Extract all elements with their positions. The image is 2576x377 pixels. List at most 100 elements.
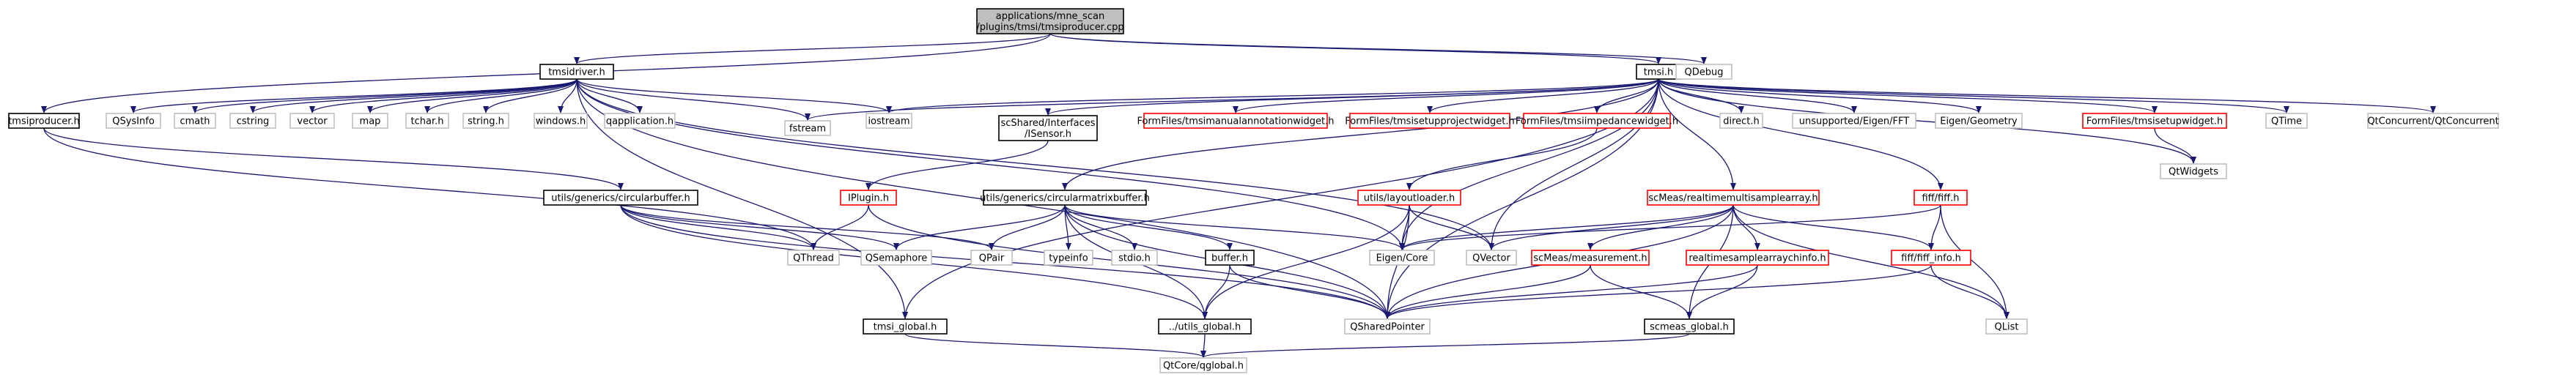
node-box-qtconcurrent: [2367, 113, 2499, 129]
node-bufferh[interactable]: buffer.h: [1205, 250, 1255, 266]
node-box-rtinfo: [1686, 250, 1829, 266]
node-tmsi[interactable]: tmsi.h: [1636, 64, 1681, 80]
edge-root-to-qdebug: [1049, 33, 1707, 64]
node-fiffinfo[interactable]: fiff/fiff_info.h: [1891, 250, 1971, 266]
node-label-map-0: map: [360, 116, 381, 127]
edge-rtinfo-to-scmeasglobal: [1686, 264, 1758, 319]
edge-iplugin-to-qthread: [811, 204, 869, 250]
node-label-manualannot-0: FormFiles/tmsimanualannotationwidget.h: [1137, 116, 1334, 127]
edge-bufferh-to-qsharedpointer: [1229, 264, 1390, 319]
edge-tmsiproducer-to-qthread: [43, 127, 816, 250]
node-qlist: QList: [1985, 318, 2028, 335]
node-label-impedance-0: FormFiles/tmsiimpedancewidget.h: [1516, 116, 1678, 127]
node-box-qsemaphore: [860, 250, 932, 266]
edge-tmsi-to-circularmatrix: [1062, 78, 1659, 190]
node-qtcoreglobal: QtCore/qglobal.h: [1159, 357, 1247, 373]
node-box-tmsidriver: [539, 64, 614, 80]
node-box-iplugin: [840, 190, 897, 206]
node-label-fiffinfo-0: fiff/fiff_info.h: [1901, 253, 1961, 264]
node-tmsidriver[interactable]: tmsidriver.h: [539, 64, 614, 80]
node-circularbuffer[interactable]: utils/generics/circularbuffer.h: [543, 190, 698, 206]
node-root[interactable]: applications/mne_scan/plugins/tmsi/tmsip…: [976, 8, 1124, 34]
node-label-qthread-0: QThread: [793, 253, 834, 264]
node-box-geometry: [1935, 113, 2023, 129]
node-label-measurement-0: scMeas/measurement.h: [1533, 253, 1647, 264]
node-label-circularbuffer-0: utils/generics/circularbuffer.h: [551, 193, 690, 204]
edge-tmsidriver-to-eigencore: [576, 78, 1405, 250]
node-qvector: QVector: [1466, 250, 1517, 266]
node-box-fft: [1792, 113, 1916, 129]
node-tmsiglobal[interactable]: tmsi_global.h: [863, 318, 948, 335]
node-rtinfo[interactable]: realtimesamplearraychinfo.h: [1686, 250, 1829, 266]
edge-fiffh-to-eigencore: [1399, 204, 1941, 250]
node-scmeasglobal[interactable]: scmeas_global.h: [1644, 318, 1735, 335]
edge-tmsi-to-realtimemulti: [1658, 78, 1736, 190]
node-circularmatrix[interactable]: utils/generics/circularmatrixbuffer.h: [980, 190, 1150, 206]
node-utilsglobal[interactable]: ../utils_global.h: [1158, 318, 1252, 335]
node-qthread: QThread: [787, 250, 840, 266]
node-label-tcharh-0: tchar.h: [411, 116, 444, 127]
node-label-qapplicationh-0: qapplication.h: [606, 116, 673, 127]
node-label-realtimemulti-0: scMeas/realtimemultisamplearray.h: [1648, 193, 1817, 204]
node-setupwidget[interactable]: FormFiles/tmsisetupwidget.h: [2082, 113, 2227, 129]
node-label-iplugin-0: IPlugin.h: [848, 193, 889, 204]
node-impedance[interactable]: FormFiles/tmsiimpedancewidget.h: [1516, 113, 1678, 129]
edge-tmsidriver-to-qsysinfo: [130, 78, 577, 113]
edge-tmsi-to-qtime: [1658, 78, 2289, 113]
edge-tmsidriver-to-vector: [309, 78, 577, 113]
node-box-fstream: [784, 120, 831, 136]
node-label-iostream-0: iostream: [868, 116, 909, 127]
node-tmsiproducer[interactable]: tmsiproducer.h: [8, 113, 80, 129]
node-label-qtime-0: QTime: [2271, 116, 2302, 127]
node-map: map: [352, 113, 388, 129]
node-box-vector: [289, 113, 335, 129]
edge-measurement-to-scmeasglobal: [1590, 264, 1692, 319]
node-box-tmsiproducer: [8, 113, 80, 129]
edge-tmsidriver-to-tcharh: [424, 78, 577, 113]
nodes-layer: applications/mne_scan/plugins/tmsi/tmsip…: [8, 8, 2499, 373]
edge-layoutloader-to-utilsglobal: [1202, 204, 1410, 319]
node-setupproject[interactable]: FormFiles/tmsisetupprojectwidget.h: [1345, 113, 1515, 129]
node-qtconcurrent: QtConcurrent/QtConcurrent: [2367, 113, 2499, 129]
node-label-isensor-0: scShared/Interfaces: [1000, 118, 1095, 129]
edge-fiffh-to-fiffinfo: [1928, 204, 1941, 250]
node-label-root-1: /plugins/tmsi/tmsiproducer.cpp: [976, 22, 1123, 33]
edge-tmsi-to-qvector: [1488, 78, 1659, 250]
node-iplugin[interactable]: IPlugin.h: [840, 190, 897, 206]
edge-impedance-to-layoutloader: [1406, 127, 1598, 190]
edge-tmsidriver-to-qapplicationh: [576, 78, 643, 113]
node-layoutloader[interactable]: utils/layoutloader.h: [1357, 190, 1461, 206]
edge-tmsi-to-geometry: [1658, 78, 1982, 113]
node-realtimemulti[interactable]: scMeas/realtimemultisamplearray.h: [1647, 190, 1820, 206]
node-windowsh: windows.h: [534, 113, 588, 129]
edge-tmsi-to-manualannot: [1233, 78, 1659, 113]
node-box-windowsh: [534, 113, 588, 129]
edge-rtinfo-to-qsharedpointer: [1384, 264, 1758, 319]
node-isensor[interactable]: scShared/Interfaces/ISensor.h: [998, 115, 1098, 141]
node-manualannot[interactable]: FormFiles/tmsimanualannotationwidget.h: [1137, 113, 1335, 129]
node-box-fiffh: [1913, 190, 1968, 206]
edge-tmsidriver-to-cstring: [250, 78, 577, 113]
node-iostream: iostream: [866, 113, 912, 129]
node-box-qsysinfo: [106, 113, 161, 129]
node-label-qpair-0: QPair: [979, 253, 1005, 264]
node-box-isensor: [998, 115, 1098, 141]
node-fiffh[interactable]: fiff/fiff.h: [1913, 190, 1968, 206]
node-label-fft-0: unsupported/Eigen/FFT: [1799, 116, 1909, 127]
edge-tmsi-to-fiffh: [1658, 78, 1944, 190]
node-label-cmath-0: cmath: [180, 116, 210, 127]
node-measurement[interactable]: scMeas/measurement.h: [1531, 250, 1650, 266]
node-box-qthread: [787, 250, 840, 266]
edge-tmsidriver-to-windowsh: [558, 78, 577, 113]
edge-utilsglobal-to-qtcoreglobal: [1200, 333, 1207, 358]
node-label-fstream-0: fstream: [789, 124, 826, 135]
node-qsemaphore: QSemaphore: [860, 250, 932, 266]
node-cstring: cstring: [229, 113, 276, 129]
node-label-directh-0: direct.h: [1723, 116, 1760, 127]
node-vector: vector: [289, 113, 335, 129]
edge-tmsi-to-impedance: [1594, 78, 1659, 113]
node-box-measurement: [1531, 250, 1650, 266]
edge-fiffinfo-to-qlist: [1930, 264, 2009, 319]
node-box-setupwidget: [2082, 113, 2227, 129]
